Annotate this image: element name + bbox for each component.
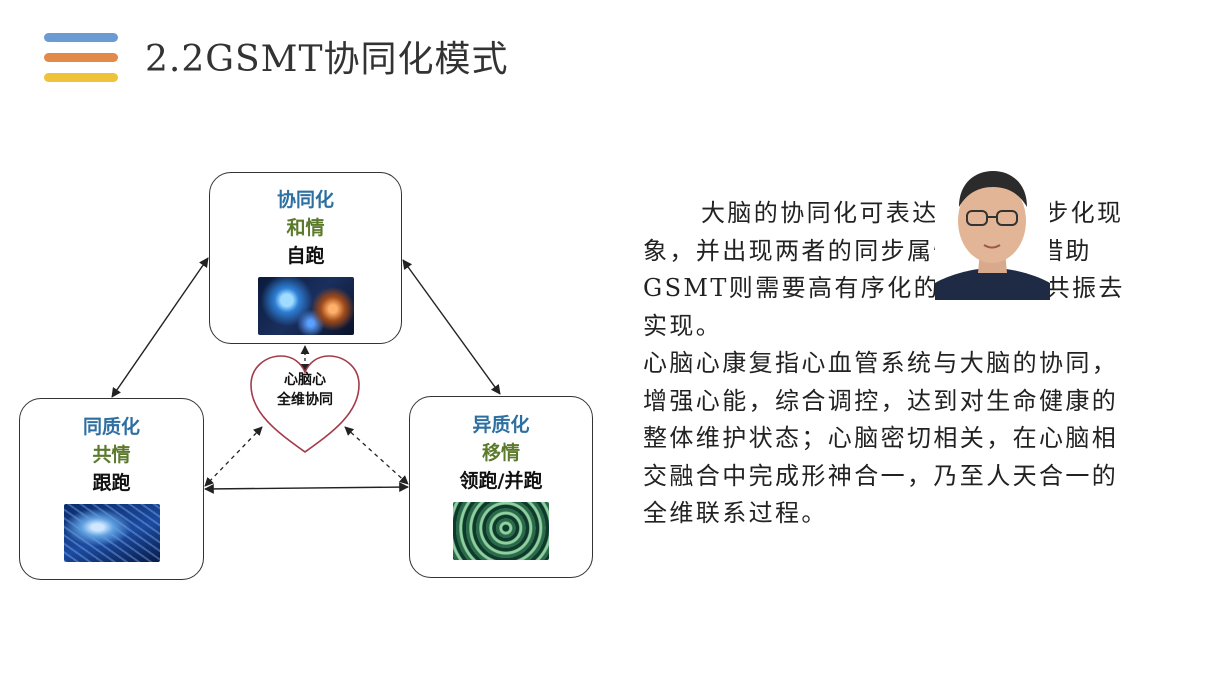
node-left-line3: 跟跑 [92, 472, 131, 494]
green-spiral-image [453, 502, 549, 560]
heart-label-line2: 全维协同 [277, 392, 333, 408]
node-top-line1: 协同化 [276, 189, 334, 211]
page-title: 2.2GSMT协同化模式 [145, 39, 509, 80]
node-top-line2: 和情 [286, 217, 325, 239]
presenter-figure-icon [935, 171, 1050, 300]
arrow-top-right [402, 259, 501, 395]
body-paragraph-2: 心脑心康复指心血管系统与大脑的协同，增强心能，综合调控，达到对生命健康的整体维护… [643, 349, 1119, 527]
cosmic-brain-image [257, 277, 354, 335]
heart-label-line1: 心脑心 [284, 372, 326, 388]
menu-bar-yellow [44, 73, 118, 82]
blue-neural-image [63, 504, 160, 562]
node-homogenization: 同质化 共情 跟跑 [19, 398, 204, 580]
menu-bar-blue [44, 33, 118, 42]
gsmt-triangle-diagram: 协同化 和情 自跑 同质化 共情 跟跑 异质化 移情 领跑/并跑 心脑心 全维协… [19, 172, 593, 580]
node-top-line3: 自跑 [286, 245, 325, 267]
arrow-center-right [344, 426, 409, 485]
arrow-center-left [204, 426, 263, 487]
node-synergy: 协同化 和情 自跑 [209, 172, 402, 344]
arrow-left-right [204, 482, 409, 494]
node-right-line2: 移情 [481, 442, 520, 464]
heart-outline-icon [250, 355, 360, 453]
node-left-line2: 共情 [92, 444, 131, 466]
body-paragraph-1: 大脑的协同化可表达为大脑同步化现象，并出现两者的同步属性加强，借助GSMT则需要… [643, 199, 1125, 340]
node-right-line1: 异质化 [472, 414, 530, 436]
diagram-arrows [111, 257, 501, 494]
arrow-top-left [111, 257, 209, 398]
node-right-line3: 领跑/并跑 [459, 470, 543, 492]
menu-icon [44, 33, 118, 85]
heart-center-label: 心脑心 全维协同 [245, 370, 365, 410]
presenter-webcam-overlay [935, 155, 1050, 300]
node-heterogenization: 异质化 移情 领跑/并跑 [409, 396, 593, 578]
body-text: 大脑的协同化可表达为大脑同步化现象，并出现两者的同步属性加强，借助GSMT则需要… [643, 195, 1143, 533]
node-left-line1: 同质化 [82, 416, 140, 438]
menu-bar-orange [44, 53, 118, 62]
